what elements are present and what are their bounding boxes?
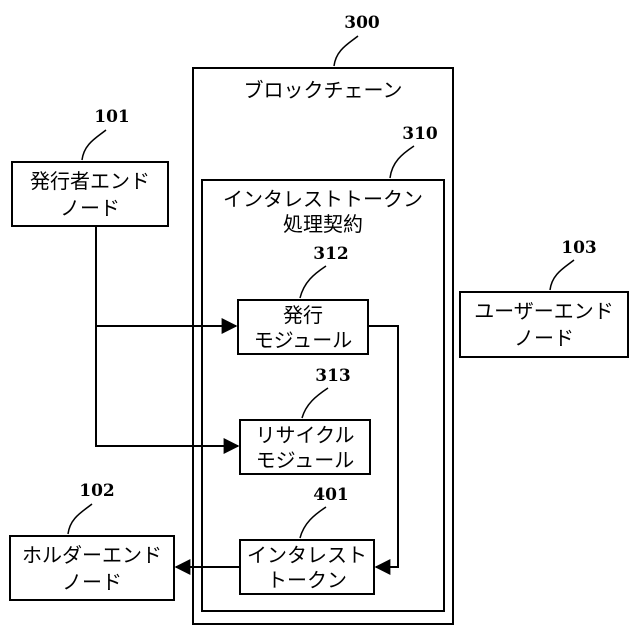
contract-title-line1: インタレストトークン [223,187,423,211]
contract-title-line2: 処理契約 [283,212,363,236]
recycle-module-line2: モジュール [256,448,355,472]
ref-102-leader [68,504,92,534]
recycle-module-line1: リサイクル [256,423,355,447]
blockchain-title: ブロックチェーン [244,78,403,102]
ref-312: 312 [313,244,349,264]
issue-module-line2: モジュール [254,328,353,352]
interest-token-line1: インタレスト [247,543,367,567]
ref-102: 102 [79,481,115,501]
issue-module-line1: 発行 [283,303,323,327]
ref-313: 313 [315,366,351,386]
ref-103-leader [550,260,574,290]
ref-101: 101 [94,107,130,127]
ref-310: 310 [402,124,438,144]
ref-300-leader [334,36,358,66]
holder-node-line1: ホルダーエンド [22,543,162,567]
user-node-line2: ノード [514,326,574,350]
interest-token-line2: トークン [267,568,347,592]
user-node-line1: ユーザーエンド [474,299,614,323]
issuer-node-line1: 発行者エンド [30,169,150,193]
ref-300: 300 [344,13,380,33]
ref-401: 401 [313,485,349,505]
ref-101-leader [82,130,106,160]
issuer-node-line2: ノード [60,196,120,220]
ref-103: 103 [561,238,597,258]
holder-node-line2: ノード [62,570,122,594]
